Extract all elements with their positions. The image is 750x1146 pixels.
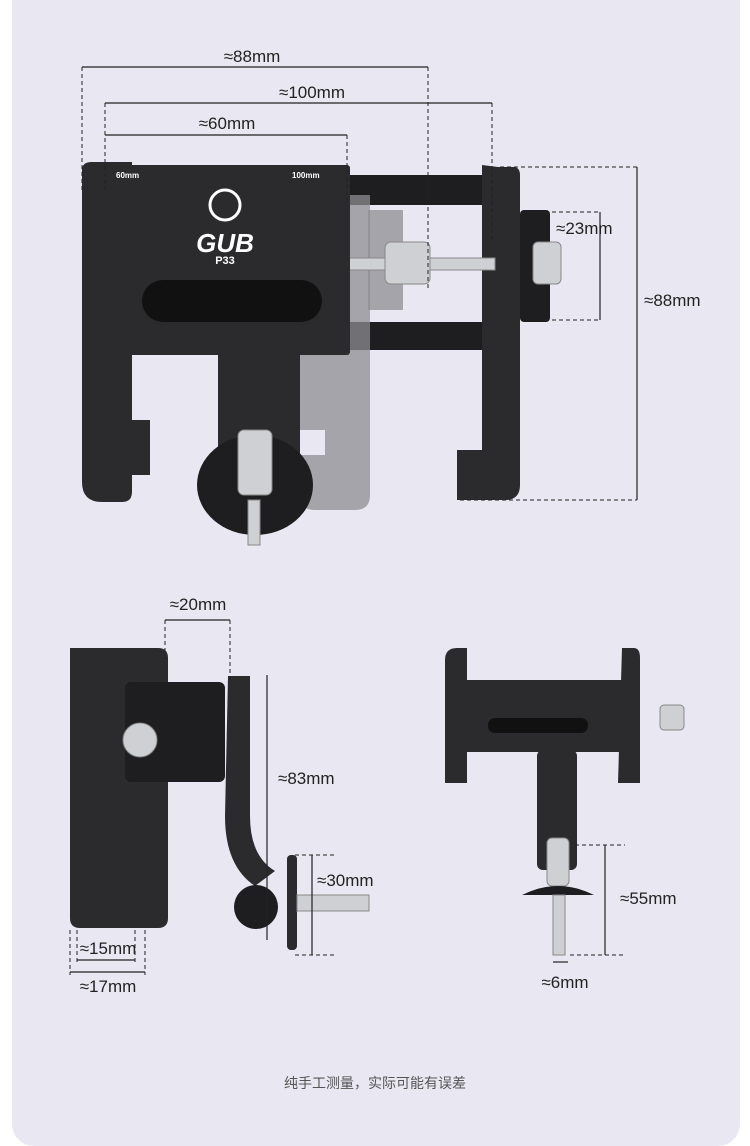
small-screw <box>552 894 566 956</box>
measurement-disclaimer: 纯手工测量，实际可能有误差 <box>284 1076 466 1092</box>
side-knob <box>122 722 158 758</box>
side-clamp <box>125 682 225 782</box>
small-view-dimensions: ≈55mm ≈6mm <box>541 844 677 992</box>
side-ball <box>234 885 278 929</box>
brand-logo-icon <box>208 188 242 222</box>
dim-base-17: ≈17mm <box>80 977 137 996</box>
dim-knob-23: ≈23mm <box>556 219 613 238</box>
side-washer <box>287 855 297 950</box>
dim-screw-30: ≈30mm <box>317 871 374 890</box>
mount-screw <box>247 499 261 546</box>
dim-width-60: ≈60mm <box>199 114 256 133</box>
knob-right <box>532 241 562 285</box>
dim-height-55: ≈55mm <box>620 889 677 908</box>
small-plate-slot <box>488 718 588 733</box>
right-arm <box>457 165 520 500</box>
knob-left <box>384 241 431 285</box>
small-plate <box>460 680 625 752</box>
small-washer <box>522 886 594 895</box>
plate-slot <box>142 280 322 322</box>
model-name: P33 <box>215 255 235 267</box>
dim-height-83: ≈83mm <box>278 769 335 788</box>
small-view-holder <box>445 648 685 956</box>
dim-height-88: ≈88mm <box>644 291 701 310</box>
plate-label-min: 60mm <box>116 171 139 180</box>
extension-bar-top <box>350 175 498 205</box>
dim-width-88: ≈88mm <box>224 47 281 66</box>
side-view-dimensions: ≈20mm ≈83mm ≈30mm ≈15mm ≈17mm <box>69 595 374 996</box>
mount-bolt <box>237 429 273 496</box>
main-view-holder: 60mm 100mm GUB P33 <box>82 162 562 546</box>
side-arm <box>225 676 275 886</box>
left-hook <box>110 420 150 475</box>
plate-label-max: 100mm <box>292 171 320 180</box>
small-bolt <box>546 837 570 887</box>
small-knob <box>659 704 685 731</box>
dim-width-100: ≈100mm <box>279 83 345 102</box>
main-view-dimensions: ≈88mm ≈100mm ≈60mm ≈23mm ≈88mm <box>81 47 701 501</box>
dim-screw-6: ≈6mm <box>541 973 588 992</box>
side-view-holder <box>70 648 370 950</box>
side-screw <box>296 894 370 912</box>
brand-name: GUB <box>196 228 254 258</box>
extension-bar-bottom <box>350 322 498 350</box>
dim-depth-20: ≈20mm <box>170 595 227 614</box>
dim-base-15: ≈15mm <box>80 939 137 958</box>
